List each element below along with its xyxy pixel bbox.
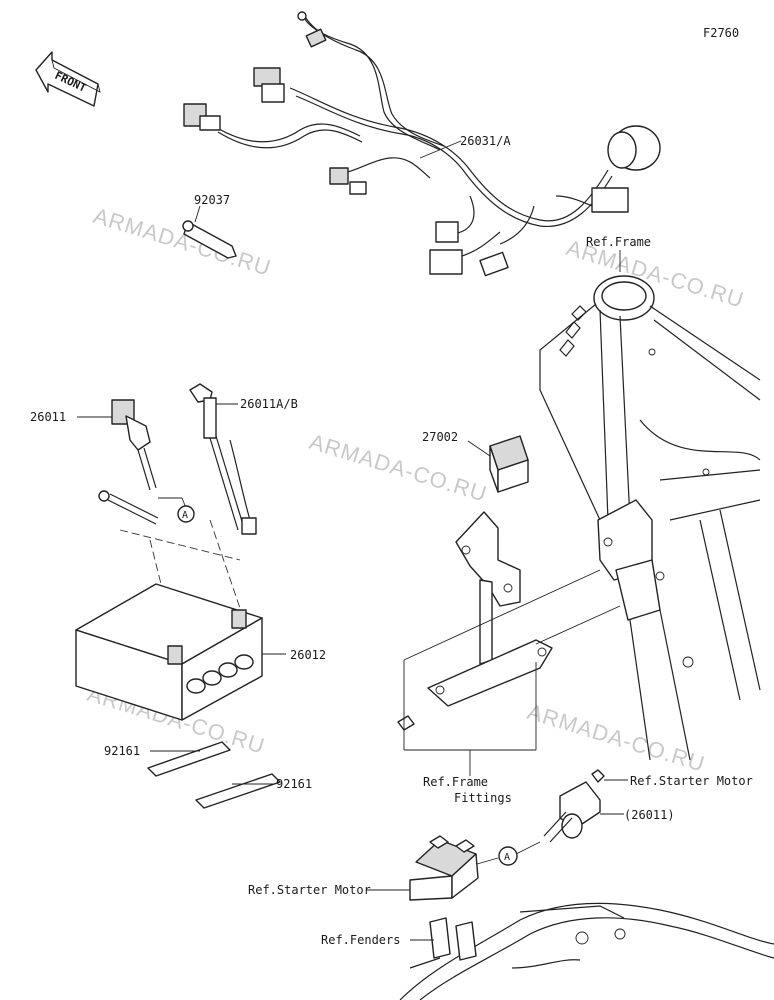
frame-fittings-leaders xyxy=(403,569,621,776)
rear-fender xyxy=(399,902,774,1000)
ref-marker-left: A xyxy=(158,497,195,523)
callout-band-upper: 92161 xyxy=(104,744,140,758)
callout-band-lower: 92161 xyxy=(276,777,312,791)
watermark-1: ARMADA-CO.RU xyxy=(91,203,275,281)
battery xyxy=(75,583,286,721)
callout-battery: 26012 xyxy=(290,648,326,662)
relay-bracket xyxy=(397,511,553,731)
watermark-3: ARMADA-CO.RU xyxy=(307,429,491,507)
battery-cable-positive xyxy=(77,399,159,525)
callout-bolt: 92037 xyxy=(194,193,230,207)
starter-relay xyxy=(467,435,529,493)
ref-marker-left-label: A xyxy=(182,510,188,521)
wiring-harness xyxy=(183,11,661,277)
ref-marker-right-label: A xyxy=(504,852,510,863)
callout-ref-fenders: Ref.Fenders xyxy=(321,933,400,947)
starter-cable xyxy=(515,769,628,855)
callout-cable-ref: (26011) xyxy=(624,808,675,822)
callout-ref-frame: Ref.Frame xyxy=(586,235,651,249)
callout-ref-frame-fittings-1: Ref.Frame xyxy=(423,775,488,789)
figure-code: F2760 xyxy=(703,26,739,40)
callout-ref-frame-fittings-2: Fittings xyxy=(454,791,512,805)
battery-cable-negative xyxy=(189,383,257,535)
frame xyxy=(539,250,761,761)
callout-cable-neg: 26011A/B xyxy=(240,397,298,411)
front-arrow-icon: FRONT xyxy=(35,51,101,107)
starter-motor xyxy=(366,835,479,901)
callout-relay: 27002 xyxy=(422,430,458,444)
bolt-92037 xyxy=(182,205,237,259)
callout-cable-pos: 26011 xyxy=(30,410,66,424)
callout-ref-starter-motor-left: Ref.Starter Motor xyxy=(248,883,371,897)
callout-harness: 26031/A xyxy=(460,134,511,148)
callout-ref-starter-motor-right: Ref.Starter Motor xyxy=(630,774,753,788)
battery-band-upper xyxy=(147,741,231,777)
battery-band-lower xyxy=(195,773,281,809)
